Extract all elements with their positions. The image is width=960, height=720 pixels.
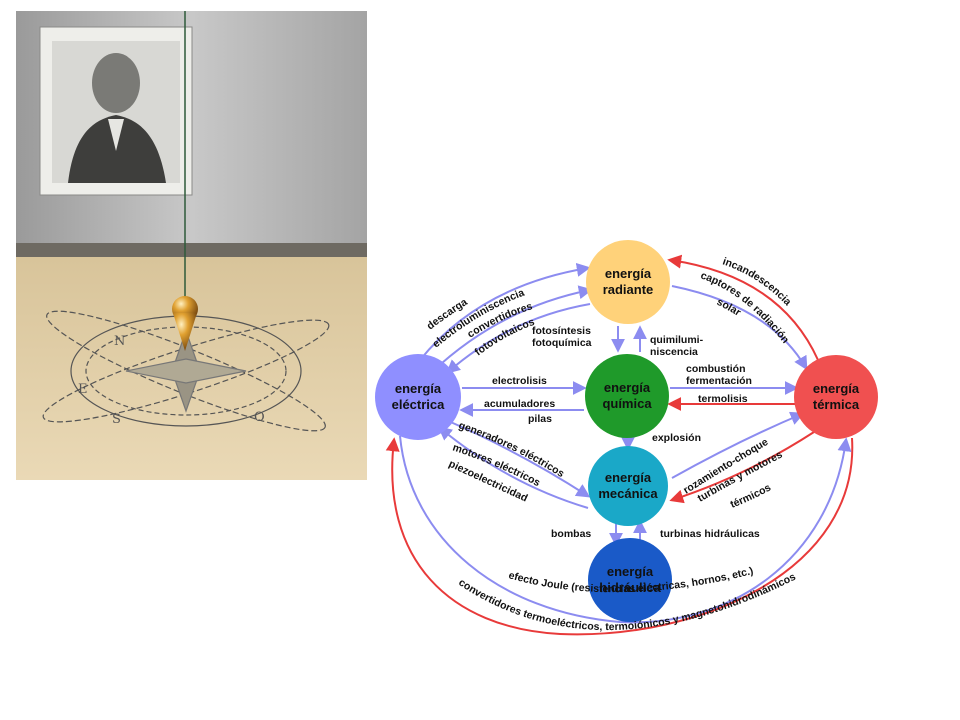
arrow-radiante-to-electrica [445,303,591,374]
node-mecanica: energía mecánica [588,446,668,526]
label-termicos: térmicos [729,482,774,511]
label-turbinas-hidraulicas: turbinas hidráulicas [660,528,760,540]
node-quimica: energía química [585,354,669,438]
node-hidraulica-line2: hidráulica [599,580,661,595]
label-quimilumi: quimilumi- [650,334,704,346]
label-explosion: explosión [652,432,701,444]
label-captores: captores de radiación [699,269,791,345]
node-mecanica-line2: mecánica [598,486,658,501]
arrow-electrica-to-termica-blue [399,435,852,624]
node-radiante-line1: energía [605,266,652,281]
label-pilas: pilas [528,413,552,425]
energy-conversion-diagram: energía radiante energía eléctrica energ… [375,240,878,636]
arrow-electrica-to-radiante-2 [431,285,593,373]
compass-rose [42,310,330,432]
node-radiante-line2: radiante [603,282,654,297]
compass-letter-o: O [254,410,265,425]
foucault-pendulum-photo: N E S O [16,11,367,480]
arrow-electrica-to-mecanica [445,419,591,498]
arrow-electrica-to-radiante-1 [419,262,591,361]
compass-letter-n: N [114,334,125,349]
node-quimica-line2: química [602,396,652,411]
node-radiante: energía radiante [586,240,670,324]
node-electrica-line2: eléctrica [392,397,446,412]
label-fermentacion: fermentación [686,375,752,387]
diagram-label-container: captores de radiación [699,269,791,345]
compass-letter-e: E [78,382,88,397]
node-hidraulica-line1: energía [607,564,654,579]
node-termica-line1: energía [813,381,860,396]
arrow-mecanica-to-termica [671,411,805,479]
compass-letter-s: S [112,412,121,427]
diagram-label-container: incandescencia [721,255,794,308]
label-fotosintesis: fotosíntesis [532,325,591,337]
arrow-termica-to-mecanica-red [669,431,815,504]
label-niscencia: niscencia [650,346,698,358]
label-fotoquimica: fotoquímica [532,337,592,349]
node-mecanica-line1: energía [605,470,652,485]
label-combustion: combustión [686,363,746,375]
portrait-frame [39,26,193,196]
node-quimica-line1: energía [604,380,651,395]
node-termica-line2: térmica [813,397,860,412]
node-electrica-line1: energía [395,381,442,396]
node-termica: energía térmica [794,355,878,439]
node-electrica: energía eléctrica [375,354,461,440]
label-bombas: bombas [551,528,591,540]
pendulum-bob [172,296,198,351]
label-incandescencia: incandescencia [721,255,794,308]
arrow-radiante-to-termica [671,285,808,371]
node-hidraulica: energía hidráulica [588,538,672,622]
arrow-termica-to-electrica-red [385,437,854,636]
label-electrolisis: electrolisis [492,375,547,387]
label-acumuladores: acumuladores [484,398,555,410]
label-termolisis: termolisis [698,393,748,405]
diagram-label-container: térmicos [729,482,774,511]
arrow-termica-to-radiante-red [667,254,819,361]
arrow-mecanica-to-electrica [437,426,589,509]
